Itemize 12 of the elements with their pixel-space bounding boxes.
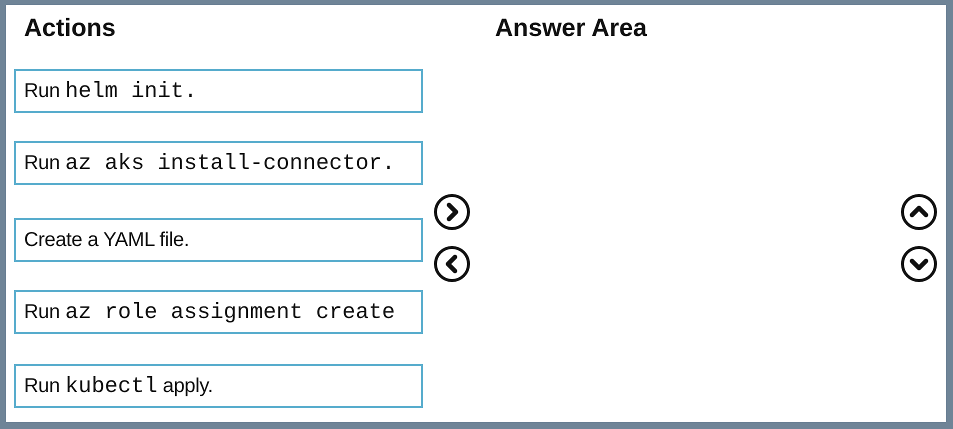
action-box xyxy=(14,69,423,113)
action-text: Run kubectl apply. xyxy=(24,374,213,398)
action-text: Run az aks install-connector. xyxy=(24,150,396,176)
action-box xyxy=(14,290,423,334)
action-box xyxy=(14,364,423,408)
section-heading: Actions xyxy=(24,13,116,43)
action-text: Create a YAML file. xyxy=(24,228,190,252)
action-text: Run helm init. xyxy=(24,78,198,104)
section-heading: Answer Area xyxy=(495,13,647,43)
action-text: Run az role assignment create xyxy=(24,300,396,324)
action-box xyxy=(14,141,423,185)
action-box xyxy=(14,218,423,262)
